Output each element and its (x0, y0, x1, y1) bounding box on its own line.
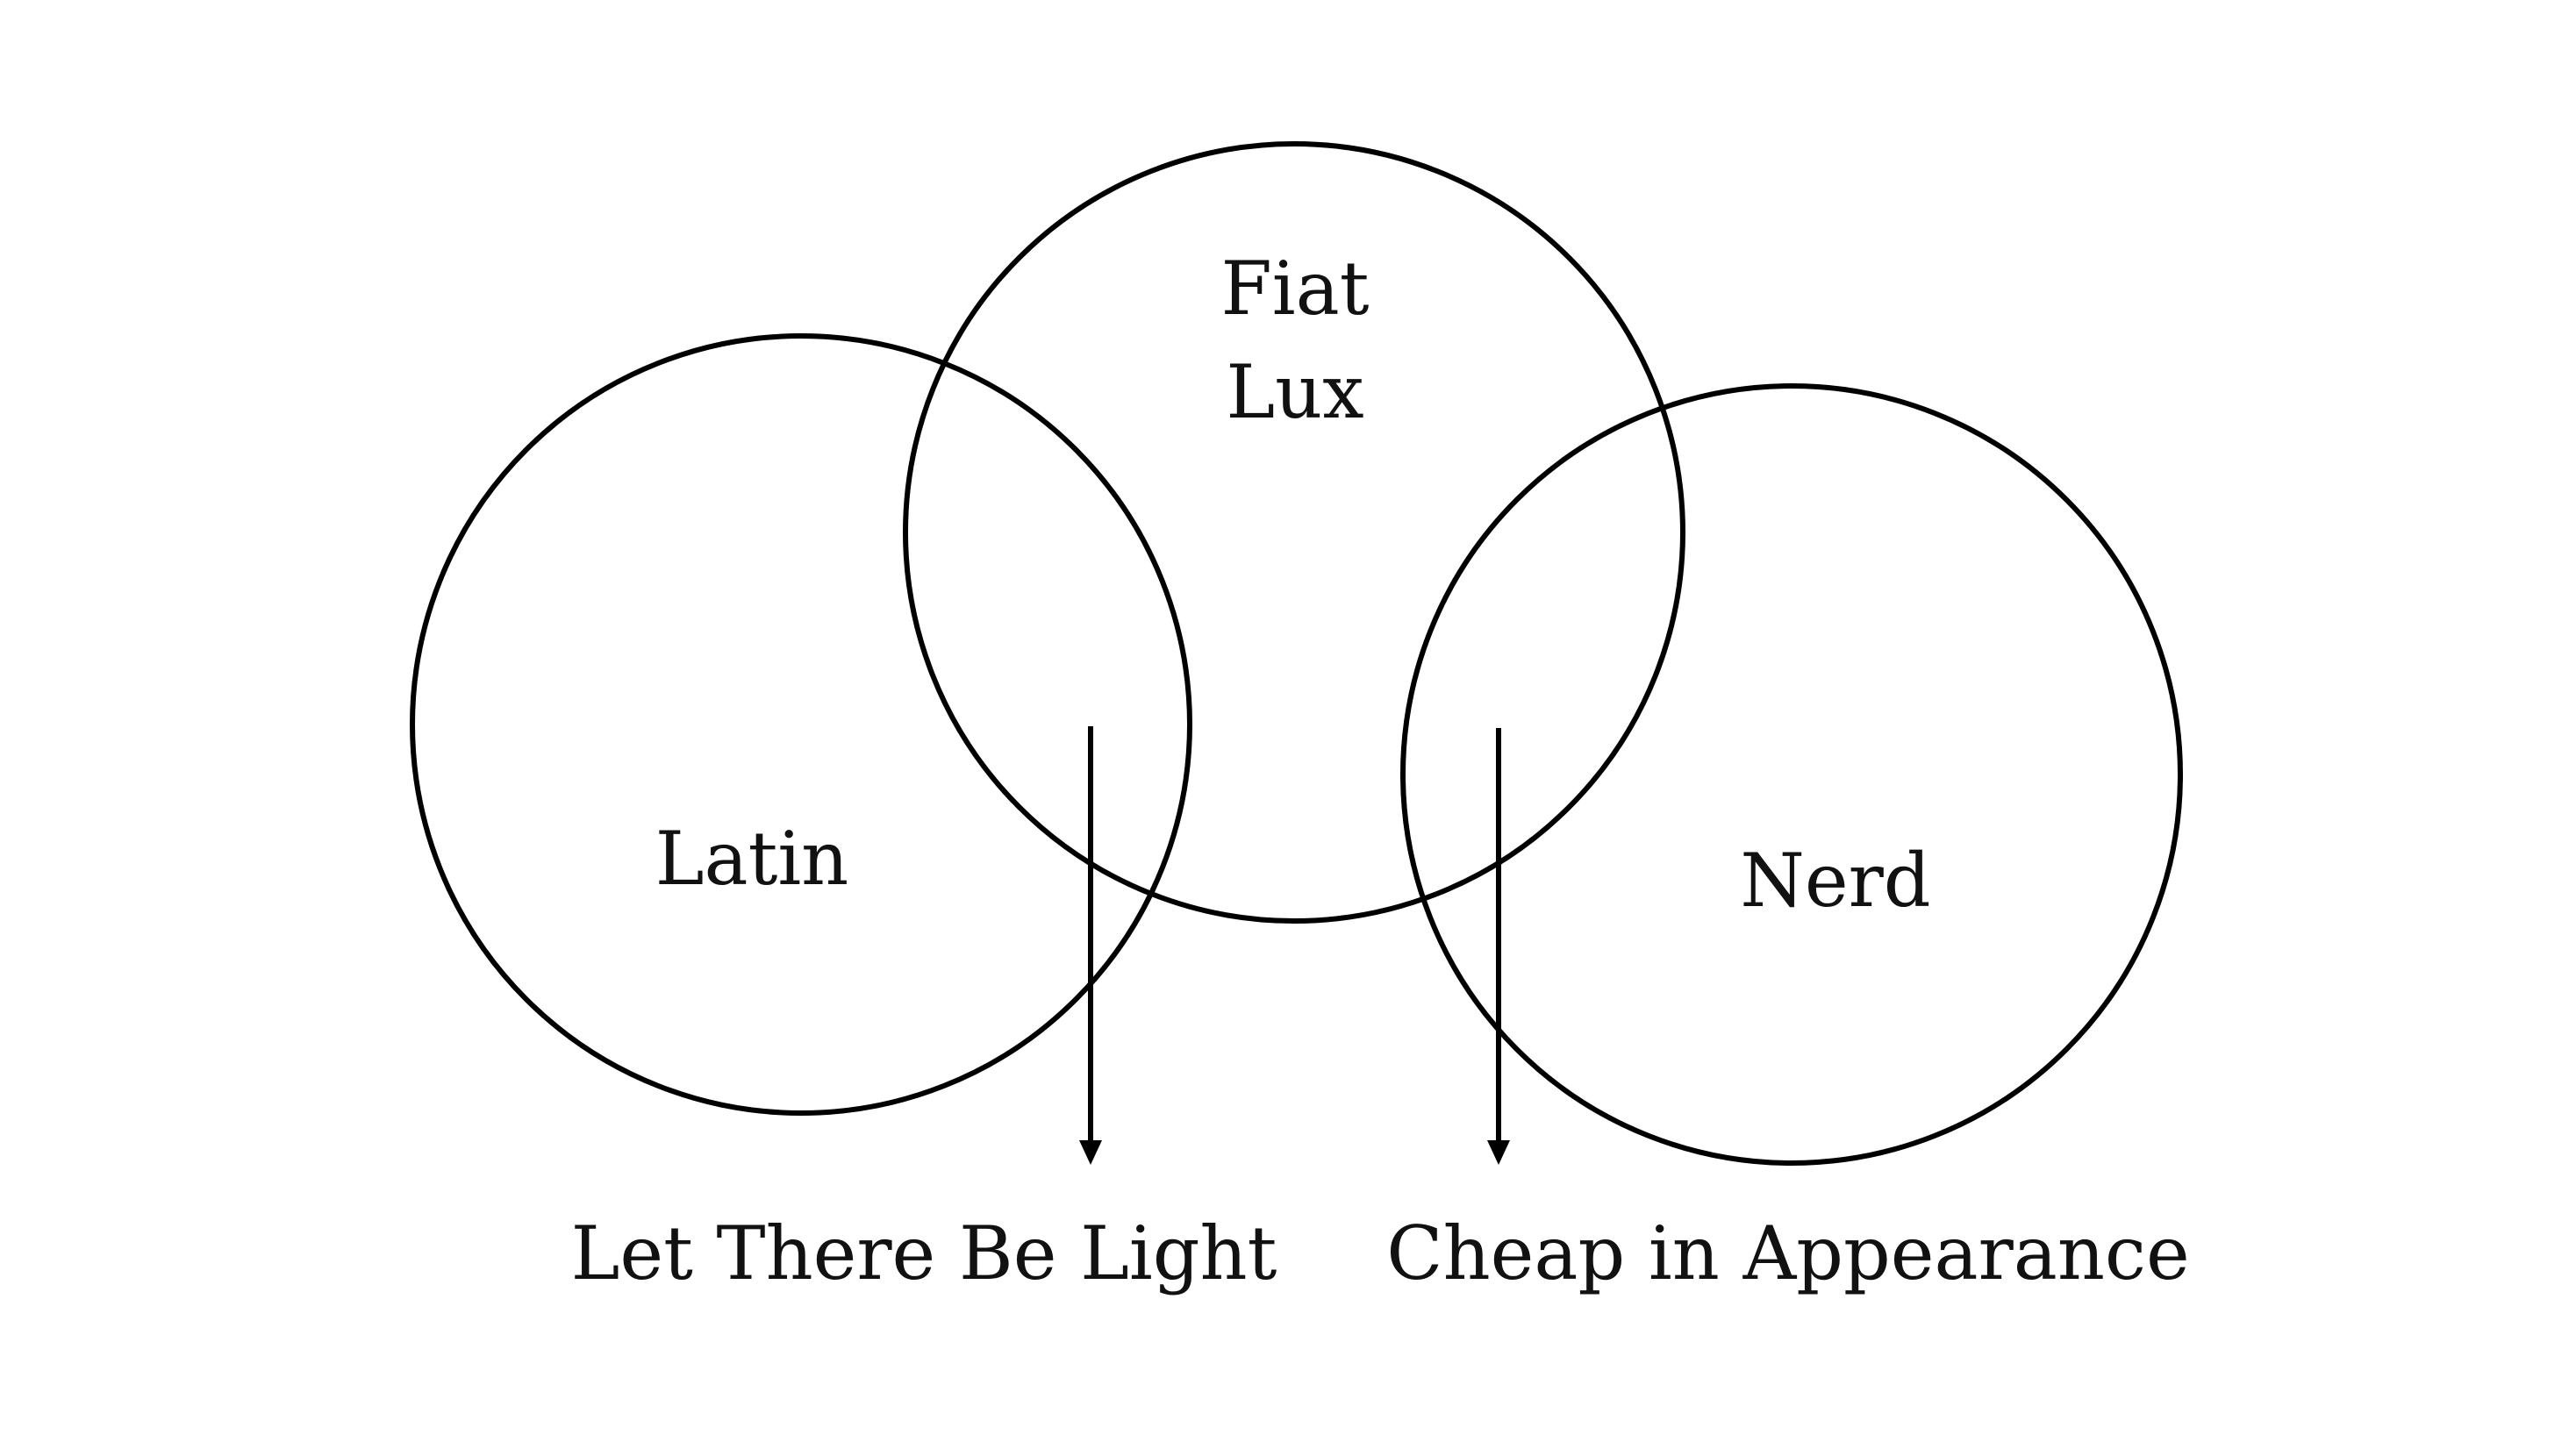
output-right-label: Cheap in Appearance (1386, 1210, 2189, 1296)
lux-label: Lux (1226, 349, 1363, 435)
output-left-label: Let There Be Light (571, 1210, 1277, 1296)
right-arrow-head (1487, 1140, 1510, 1165)
latin-label: Latin (655, 816, 849, 902)
left-arrow-head (1079, 1140, 1102, 1165)
latin-circle (410, 333, 1192, 1116)
nerd-circle (1400, 383, 2183, 1166)
right-arrow (1487, 728, 1510, 1165)
fiat-lux-circle (903, 141, 1685, 924)
nerd-label: Nerd (1740, 838, 1930, 924)
left-arrow (1079, 726, 1102, 1165)
fiat-label: Fiat (1221, 246, 1370, 332)
